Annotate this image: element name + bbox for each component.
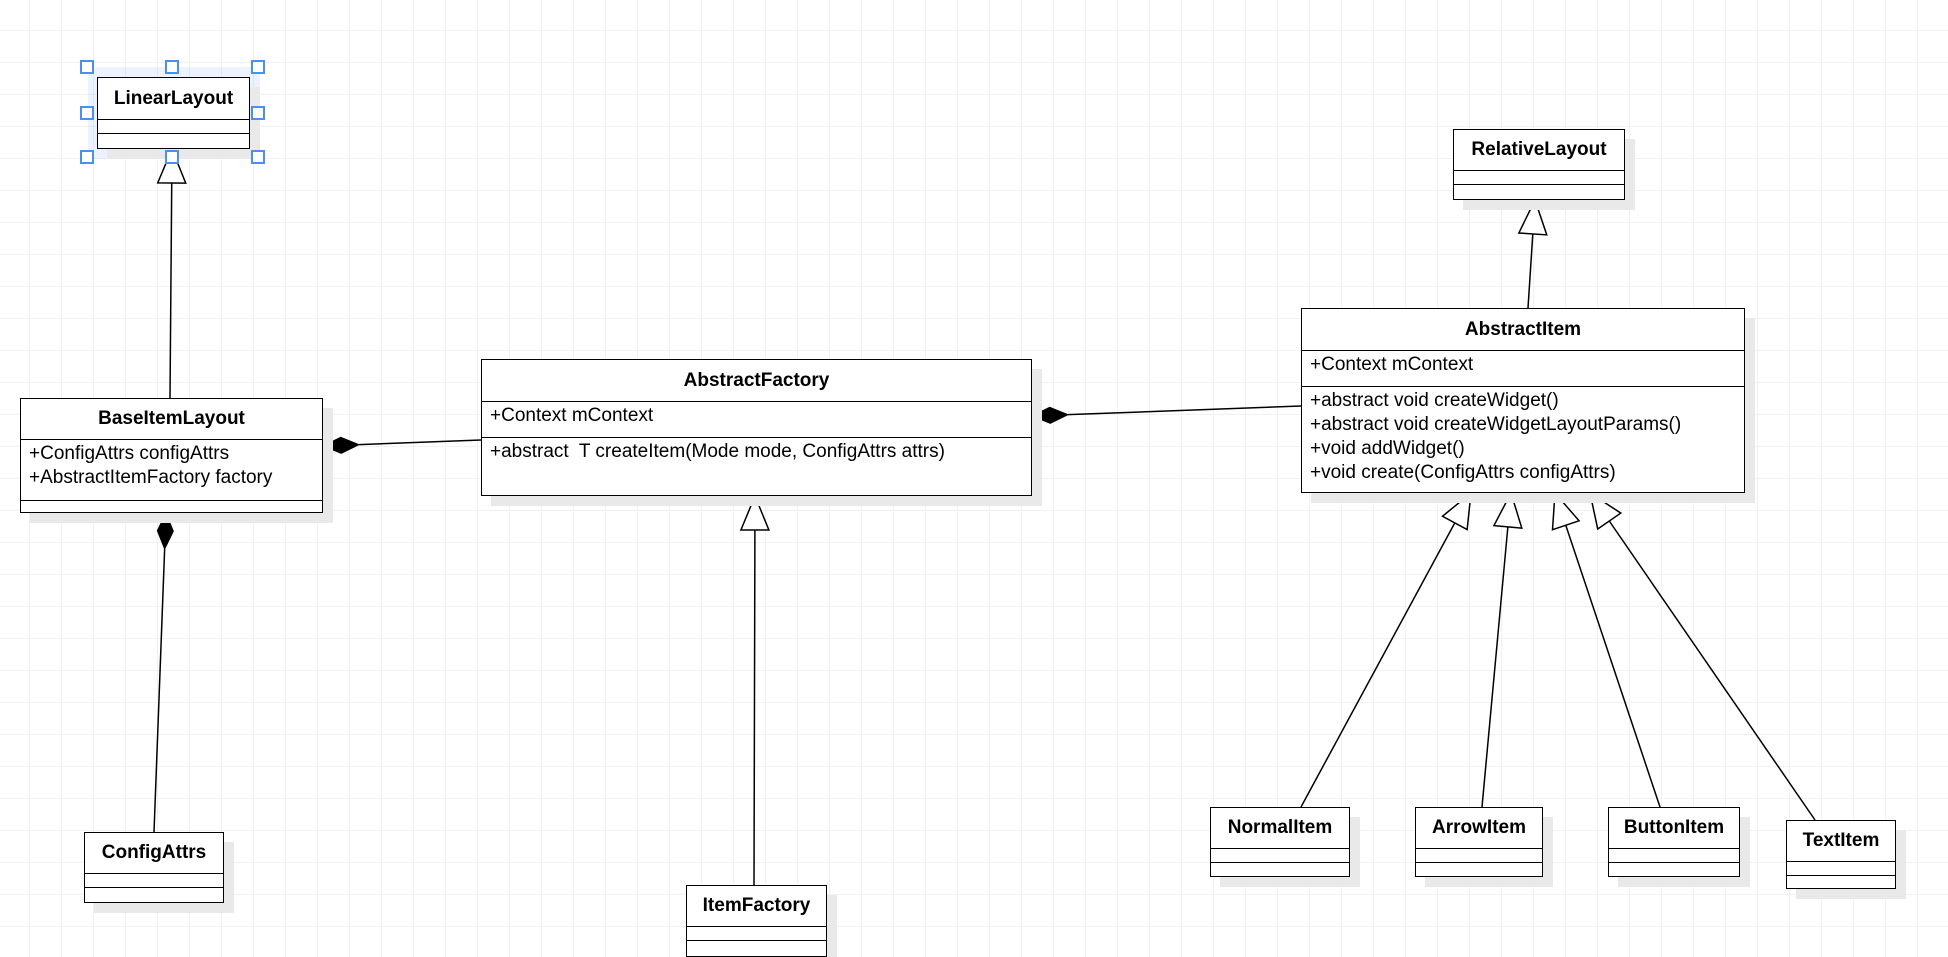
resize-handle-s[interactable] [165, 150, 179, 164]
methods-section [1787, 876, 1895, 888]
methods-section: +abstract T createItem(Mode mode, Config… [482, 438, 1031, 495]
class-abstract-item[interactable]: AbstractItem +Context mContext +abstract… [1301, 308, 1745, 493]
edge-baseitemlayout-linearlayout-line [169, 182, 173, 399]
edge-itemfactory-abstractfactory-line [753, 529, 756, 886]
class-button-item[interactable]: ButtonItem [1608, 807, 1740, 877]
generalization-arrowhead-icon [1441, 491, 1472, 531]
attributes-section [85, 874, 223, 888]
method: +abstract T createItem(Mode mode, Config… [490, 441, 945, 462]
attributes-section [1609, 849, 1739, 863]
resize-handle-se[interactable] [251, 150, 265, 164]
resize-handle-e[interactable] [251, 106, 265, 120]
class-name: LinearLayout [98, 78, 249, 120]
methods-section [85, 888, 223, 902]
edge-buttonitem-abstractitem-line [1565, 525, 1661, 808]
generalization-arrowhead-icon [1551, 491, 1581, 531]
attributes-section: +ConfigAttrs configAttrs +AbstractItemFa… [21, 440, 322, 501]
class-name: RelativeLayout [1454, 130, 1624, 171]
methods-section: +abstract void createWidget() +abstract … [1302, 387, 1744, 492]
resize-handle-w[interactable] [80, 106, 94, 120]
composition-diamond-icon [1030, 406, 1070, 424]
class-item-factory[interactable]: ItemFactory [686, 885, 827, 957]
attribute: +AbstractItemFactory factory [29, 467, 273, 488]
class-name: ItemFactory [687, 886, 826, 927]
class-text-item[interactable]: TextItem [1786, 820, 1896, 889]
class-abstract-factory[interactable]: AbstractFactory +Context mContext +abstr… [481, 359, 1032, 496]
class-arrow-item[interactable]: ArrowItem [1415, 807, 1543, 877]
resize-handle-n[interactable] [165, 60, 179, 74]
attributes-section [1211, 849, 1349, 863]
methods-section [98, 134, 249, 148]
attributes-section [687, 927, 826, 941]
method: +abstract void createWidgetLayoutParams(… [1310, 414, 1682, 435]
class-name: BaseItemLayout [21, 399, 322, 440]
composition-diamond-icon [321, 436, 361, 454]
generalization-arrowhead-icon [1492, 491, 1523, 529]
attributes-section [1787, 862, 1895, 876]
edge-arrowitem-abstractitem-line [1481, 526, 1509, 808]
attribute: +Context mContext [490, 405, 654, 426]
resize-handle-nw[interactable] [80, 60, 94, 74]
methods-section [1609, 863, 1739, 876]
generalization-arrowhead-icon [1588, 491, 1623, 531]
class-name: TextItem [1787, 821, 1895, 862]
methods-section [1454, 185, 1624, 199]
method: +void addWidget() [1310, 438, 1465, 459]
attribute: +Context mContext [1310, 354, 1474, 375]
class-name: ArrowItem [1416, 808, 1542, 849]
attributes-section [1416, 849, 1542, 863]
generalization-arrowhead-icon [739, 494, 771, 531]
composition-diamond-icon [156, 511, 174, 551]
class-relative-layout[interactable]: RelativeLayout [1453, 129, 1625, 200]
class-base-item-layout[interactable]: BaseItemLayout +ConfigAttrs configAttrs … [20, 398, 323, 513]
attributes-section [1454, 171, 1624, 185]
attributes-section [98, 120, 249, 134]
edge-abstractfactory-baseitemlayout-line [358, 439, 482, 446]
generalization-arrowhead-icon [1517, 198, 1548, 236]
generalization-arrowhead-icon [156, 147, 187, 184]
methods-section [1211, 863, 1349, 876]
edge-normalitem-abstractitem-line [1300, 522, 1456, 808]
attributes-section: +Context mContext [1302, 351, 1744, 387]
attributes-section: +Context mContext [482, 402, 1031, 438]
class-name: AbstractItem [1302, 309, 1744, 351]
methods-section [687, 941, 826, 956]
class-linear-layout[interactable]: LinearLayout [97, 77, 250, 149]
edge-textitem-abstractitem-line [1608, 520, 1816, 821]
class-name: AbstractFactory [482, 360, 1031, 402]
method: +abstract void createWidget() [1310, 390, 1559, 411]
edge-configattrs-baseitemlayout-line [153, 548, 166, 833]
class-normal-item[interactable]: NormalItem [1210, 807, 1350, 877]
class-name: NormalItem [1211, 808, 1349, 849]
class-config-attrs[interactable]: ConfigAttrs [84, 832, 224, 903]
class-name: ButtonItem [1609, 808, 1739, 849]
class-name: ConfigAttrs [85, 833, 223, 874]
edge-abstractitem-relativelayout-line [1527, 233, 1534, 309]
resize-handle-sw[interactable] [80, 150, 94, 164]
edge-abstractitem-abstractfactory-line [1067, 405, 1302, 416]
attribute: +ConfigAttrs configAttrs [29, 443, 230, 464]
methods-section [1416, 863, 1542, 876]
resize-handle-ne[interactable] [251, 60, 265, 74]
method: +void create(ConfigAttrs configAttrs) [1310, 462, 1616, 483]
methods-section [21, 501, 322, 512]
